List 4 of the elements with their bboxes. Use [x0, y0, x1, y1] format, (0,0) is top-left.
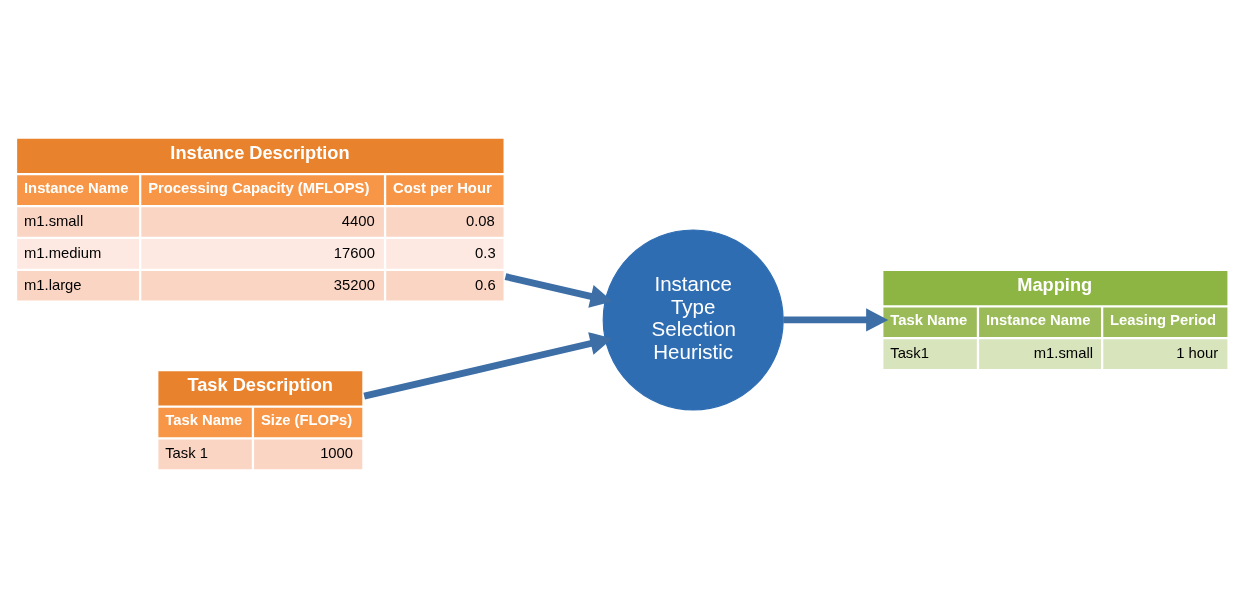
arrow [363, 331, 613, 399]
arrow [783, 307, 889, 332]
arrow [504, 272, 613, 308]
node-circle: Instance Type Selection Heuristic [602, 228, 784, 410]
